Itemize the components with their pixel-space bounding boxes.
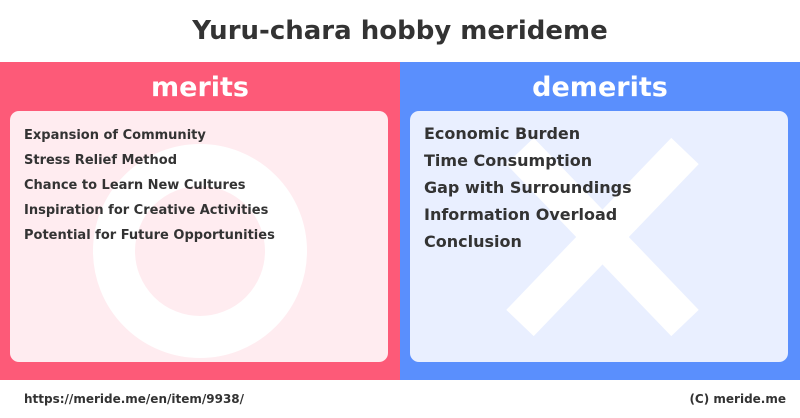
demerits-panel: demerits Economic Burden Time Consumptio… bbox=[400, 62, 800, 380]
cross-icon bbox=[506, 137, 699, 337]
demerits-heading: demerits bbox=[532, 71, 668, 103]
source-link[interactable]: https://meride.me/en/item/9938/ bbox=[24, 392, 245, 406]
list-item: Information Overload bbox=[424, 205, 618, 224]
list-item: Stress Relief Method bbox=[24, 153, 178, 168]
list-item: Economic Burden bbox=[424, 124, 581, 143]
list-item: Time Consumption bbox=[424, 151, 593, 170]
footer: https://meride.me/en/item/9938/ (C) meri… bbox=[0, 380, 800, 418]
list-item: Chance to Learn New Cultures bbox=[24, 178, 246, 193]
demerits-card: Economic Burden Time Consumption Gap wit… bbox=[410, 111, 788, 362]
merits-list: Expansion of Community Stress Relief Met… bbox=[24, 123, 275, 248]
merits-heading: merits bbox=[151, 71, 249, 103]
list-item: Gap with Surroundings bbox=[424, 178, 632, 197]
list-item: Inspiration for Creative Activities bbox=[24, 203, 269, 218]
merits-panel: merits Expansion of Community Stress Rel… bbox=[0, 62, 400, 380]
copyright: (C) meride.me bbox=[689, 392, 786, 406]
merits-card: Expansion of Community Stress Relief Met… bbox=[10, 111, 388, 362]
page-title: Yuru-chara hobby merideme bbox=[192, 16, 608, 46]
list-item: Potential for Future Opportunities bbox=[24, 228, 275, 243]
list-item: Expansion of Community bbox=[24, 128, 206, 143]
list-item: Conclusion bbox=[424, 232, 522, 251]
demerits-list: Economic Burden Time Consumption Gap wit… bbox=[424, 120, 632, 255]
circle-icon bbox=[93, 144, 307, 358]
